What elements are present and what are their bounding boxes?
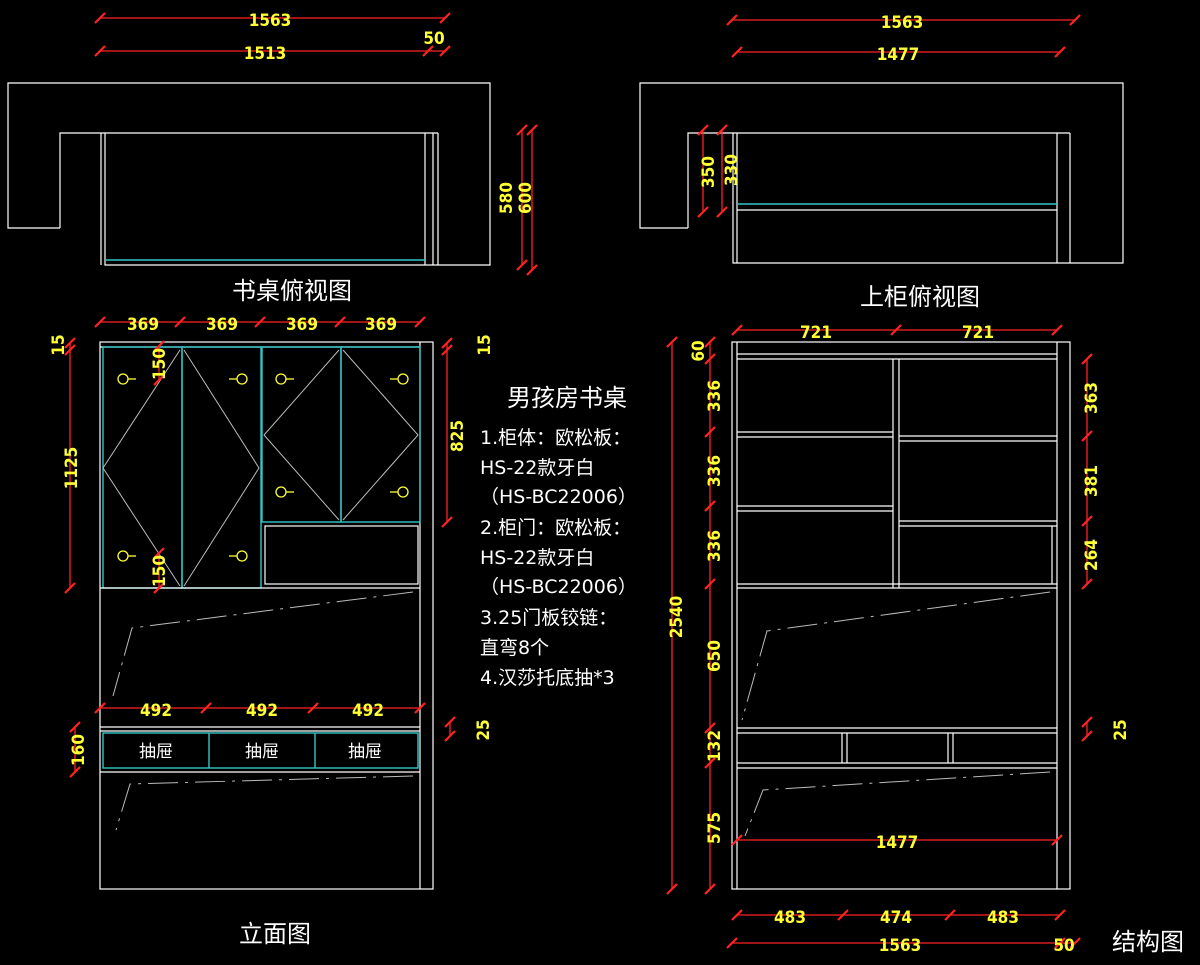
- structure-view: 721 721 60 336 336 336 650 132 575 2540 …: [665, 323, 1184, 956]
- dim-drawer-width: 492: [246, 701, 278, 721]
- dim-desk-depth-b: 600: [516, 182, 536, 214]
- door-handle: [117, 373, 409, 562]
- note-line: 直弯8个: [480, 637, 549, 659]
- upper-top-view-title: 上柜俯视图: [860, 283, 980, 311]
- note-line: 1.柜体：欧松板：: [480, 427, 631, 449]
- elevation-view: 抽屉 抽屉 抽屉 369 369 369 369 15 1125 150 150…: [49, 315, 495, 948]
- note-line: （HS-BC22006）: [480, 486, 637, 508]
- dim-door-width: 369: [127, 315, 159, 335]
- dim-structure-gap: 25: [1111, 719, 1131, 740]
- structure-title: 结构图: [1112, 928, 1184, 956]
- drawer-label: 抽屉: [139, 742, 173, 762]
- note-line: 2.柜门：欧松板：: [480, 517, 631, 539]
- material-notes: 男孩房书桌 1.柜体：欧松板： HS-22款牙白 （HS-BC22006） 2.…: [480, 384, 637, 689]
- dim-handle-offset: 150: [150, 555, 170, 587]
- dim-handle-offset: 150: [150, 348, 170, 380]
- dim-top-left: 15: [49, 334, 69, 355]
- dim-structure-left: 60: [689, 340, 709, 361]
- dim-door-height: 825: [448, 420, 468, 452]
- desk-top-view: 1563 1513 50 580 600 书桌俯视图: [7, 11, 539, 305]
- dim-drawer-gap: 25: [474, 719, 494, 740]
- drawer-label: 抽屉: [348, 742, 382, 762]
- dim-upper-depth-a: 350: [699, 156, 719, 188]
- dim-structure-bottom: 474: [880, 908, 912, 928]
- dim-door-width: 369: [286, 315, 318, 335]
- note-line: 3.25门板铰链：: [480, 607, 617, 629]
- dim-upper-height: 1125: [62, 447, 82, 490]
- dim-structure-overall: 1563: [879, 936, 922, 956]
- dim-structure-left: 336: [705, 380, 725, 412]
- note-line: HS-22款牙白: [480, 547, 594, 569]
- dim-structure-top: 721: [800, 323, 832, 343]
- upper-cabinet-top-view: 1563 1477 350 330 上柜俯视图: [639, 13, 1124, 311]
- dim-structure-left: 575: [705, 812, 725, 844]
- dim-desk-overall: 1563: [249, 11, 292, 31]
- dim-structure-bottom: 483: [987, 908, 1019, 928]
- dim-structure-left: 650: [705, 640, 725, 672]
- dim-desk-inner: 1513: [244, 44, 287, 64]
- dim-upper-depth-b: 330: [722, 154, 742, 186]
- note-line: （HS-BC22006）: [480, 576, 637, 598]
- dim-structure-right: 264: [1082, 539, 1102, 571]
- dim-structure-left: 336: [705, 455, 725, 487]
- dim-drawer-width: 492: [140, 701, 172, 721]
- dim-door-width: 369: [206, 315, 238, 335]
- dim-structure-right: 381: [1082, 465, 1102, 497]
- dim-structure-side: 50: [1053, 936, 1074, 956]
- elevation-title: 立面图: [239, 920, 311, 948]
- dim-upper-overall: 1563: [881, 13, 924, 33]
- note-line: 4.汉莎托底抽*3: [480, 667, 615, 689]
- dim-structure-right: 363: [1082, 382, 1102, 414]
- dim-upper-inner: 1477: [877, 45, 920, 65]
- dim-drawer-height: 160: [69, 734, 89, 766]
- dim-structure-top: 721: [962, 323, 994, 343]
- desk-top-view-title: 书桌俯视图: [232, 277, 352, 305]
- dim-structure-left: 336: [705, 530, 725, 562]
- dim-drawer-width: 492: [352, 701, 384, 721]
- dim-structure-bottom: 483: [774, 908, 806, 928]
- dim-structure-inner: 1477: [876, 833, 919, 853]
- dim-door-width: 369: [365, 315, 397, 335]
- dim-desk-side: 50: [423, 29, 444, 49]
- note-line: HS-22款牙白: [480, 457, 594, 479]
- drawer-label: 抽屉: [245, 742, 279, 762]
- dim-desk-depth-a: 580: [497, 182, 517, 214]
- dim-top-right: 15: [475, 334, 495, 355]
- notes-heading: 男孩房书桌: [507, 384, 627, 412]
- dim-structure-left: 132: [705, 730, 725, 762]
- dim-total-height: 2540: [667, 596, 687, 639]
